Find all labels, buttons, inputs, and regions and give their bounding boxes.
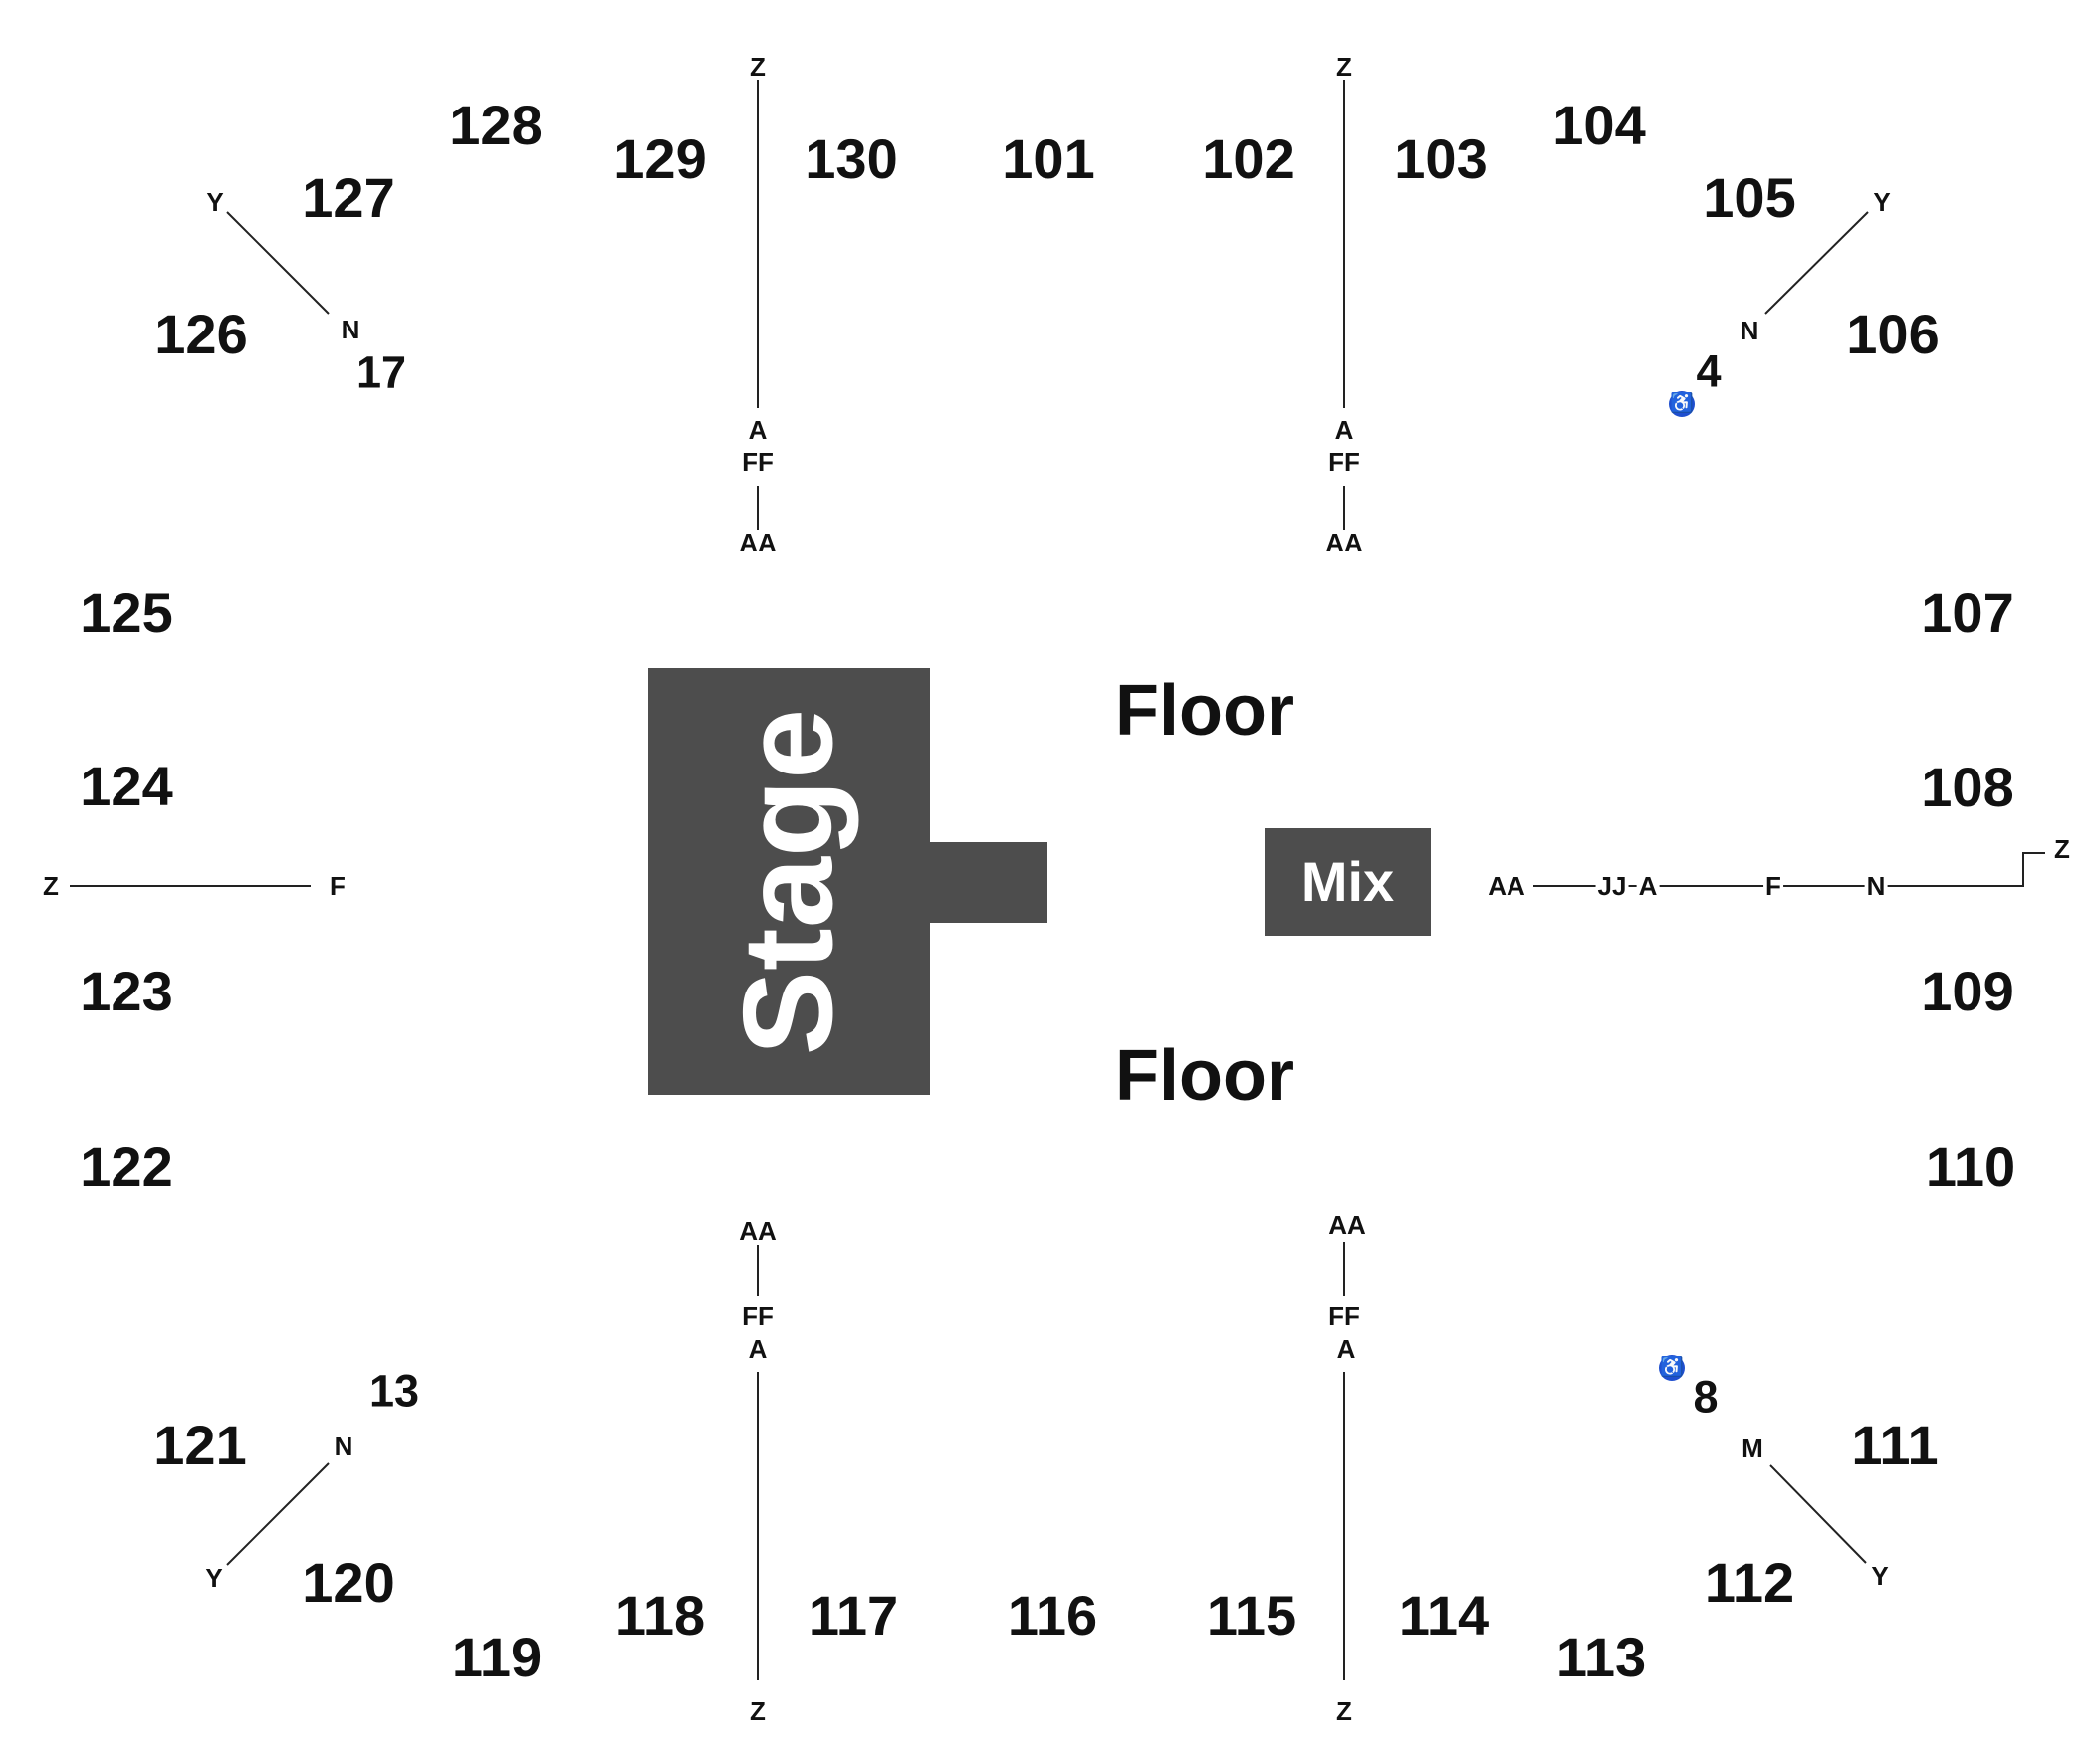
row-line-ne <box>1764 211 1869 315</box>
row-label-e-a: A <box>1636 871 1660 901</box>
row-label-ne-y: Y <box>1871 187 1893 217</box>
section-123[interactable]: 123 <box>80 960 173 1022</box>
section-130[interactable]: 130 <box>805 127 898 190</box>
section-122[interactable]: 122 <box>80 1135 173 1198</box>
row-label-s2-z: Z <box>1334 1696 1354 1726</box>
mix-label: Mix <box>1300 850 1395 913</box>
row-label-w-z: Z <box>41 871 61 901</box>
section-125[interactable]: 125 <box>80 581 173 644</box>
section-120[interactable]: 120 <box>302 1551 395 1614</box>
stage <box>648 668 930 1095</box>
section-109[interactable]: 109 <box>1921 960 2014 1022</box>
section-117[interactable]: 117 <box>808 1584 899 1647</box>
row-label-nw-n: N <box>339 315 362 344</box>
row-label-n1-a: A <box>746 415 770 445</box>
row-label-e-z: Z <box>2052 834 2072 864</box>
row-label-n1-ff: FF <box>740 447 776 477</box>
section-127[interactable]: 127 <box>302 166 395 229</box>
stage-thrust <box>926 842 1047 923</box>
row-label-e-f: F <box>1763 871 1783 901</box>
section-112[interactable]: 112 <box>1704 1551 1795 1614</box>
section-126[interactable]: 126 <box>154 303 248 365</box>
wheelchair-icon: ♿ <box>1669 391 1695 417</box>
section-17[interactable]: 17 <box>355 346 407 398</box>
section-103[interactable]: 103 <box>1394 127 1488 190</box>
section-118[interactable]: 118 <box>614 1584 706 1647</box>
section-102[interactable]: 102 <box>1202 127 1295 190</box>
section-101[interactable]: 101 <box>1002 127 1095 190</box>
row-label-nw-y: Y <box>204 187 226 217</box>
section-108[interactable]: 108 <box>1921 756 2014 818</box>
row-label-s2-aa: AA <box>1326 1211 1368 1240</box>
row-label-sw-y: Y <box>203 1563 225 1593</box>
row-label-s1-ff: FF <box>740 1301 776 1331</box>
section-111[interactable]: 111 <box>1851 1414 1939 1476</box>
section-115[interactable]: 115 <box>1206 1584 1297 1647</box>
section-107[interactable]: 107 <box>1921 581 2014 644</box>
stage-label: Stage <box>717 708 860 1055</box>
section-124[interactable]: 124 <box>80 755 173 817</box>
row-label-e-n: N <box>1864 871 1888 901</box>
row-label-s1-aa: AA <box>737 1216 779 1246</box>
row-label-e-aa: AA <box>1486 871 1527 901</box>
section-113[interactable]: 113 <box>1555 1626 1647 1688</box>
section-110[interactable]: 110 <box>1925 1135 2016 1198</box>
row-label-se-m: M <box>1740 1433 1765 1463</box>
row-label-n2-aa: AA <box>1323 528 1365 557</box>
section-8[interactable]: 8 <box>1693 1371 1719 1423</box>
section-116[interactable]: 116 <box>1007 1584 1098 1647</box>
section-129[interactable]: 129 <box>613 127 707 190</box>
row-label-n2-a: A <box>1332 415 1356 445</box>
row-line-sw <box>226 1462 330 1566</box>
row-label-n1-aa: AA <box>737 528 779 557</box>
section-128[interactable]: 128 <box>449 94 543 156</box>
section-121[interactable]: 121 <box>153 1414 247 1476</box>
section-13[interactable]: 13 <box>368 1365 420 1417</box>
floor-label-north[interactable]: Floor <box>1115 671 1294 751</box>
row-label-sw-n: N <box>332 1432 355 1461</box>
section-106[interactable]: 106 <box>1846 303 1940 365</box>
row-line-se <box>1769 1464 1867 1564</box>
row-label-s1-a: A <box>746 1334 770 1364</box>
row-label-e-jj: JJ <box>1595 871 1629 901</box>
section-105[interactable]: 105 <box>1703 166 1796 229</box>
row-label-s2-ff: FF <box>1326 1301 1362 1331</box>
row-label-n2-ff: FF <box>1326 447 1362 477</box>
row-label-se-y: Y <box>1869 1561 1891 1591</box>
row-line-nw <box>226 211 330 315</box>
row-label-ne-n: N <box>1738 316 1761 345</box>
row-label-n2-z: Z <box>1334 52 1354 82</box>
wheelchair-icon: ♿ <box>1659 1355 1685 1381</box>
row-label-s1-z: Z <box>748 1696 768 1726</box>
section-119[interactable]: 119 <box>451 1626 543 1688</box>
stage-label-wrap: Stage <box>648 668 930 1095</box>
row-label-s2-a: A <box>1334 1334 1358 1364</box>
section-104[interactable]: 104 <box>1552 94 1646 156</box>
section-4[interactable]: 4 <box>1696 345 1722 397</box>
row-label-w-f: F <box>328 871 348 901</box>
mix-position: Mix <box>1265 828 1431 936</box>
row-label-n1-z: Z <box>748 52 768 82</box>
section-114[interactable]: 114 <box>1398 1584 1490 1647</box>
floor-label-south[interactable]: Floor <box>1115 1036 1294 1116</box>
